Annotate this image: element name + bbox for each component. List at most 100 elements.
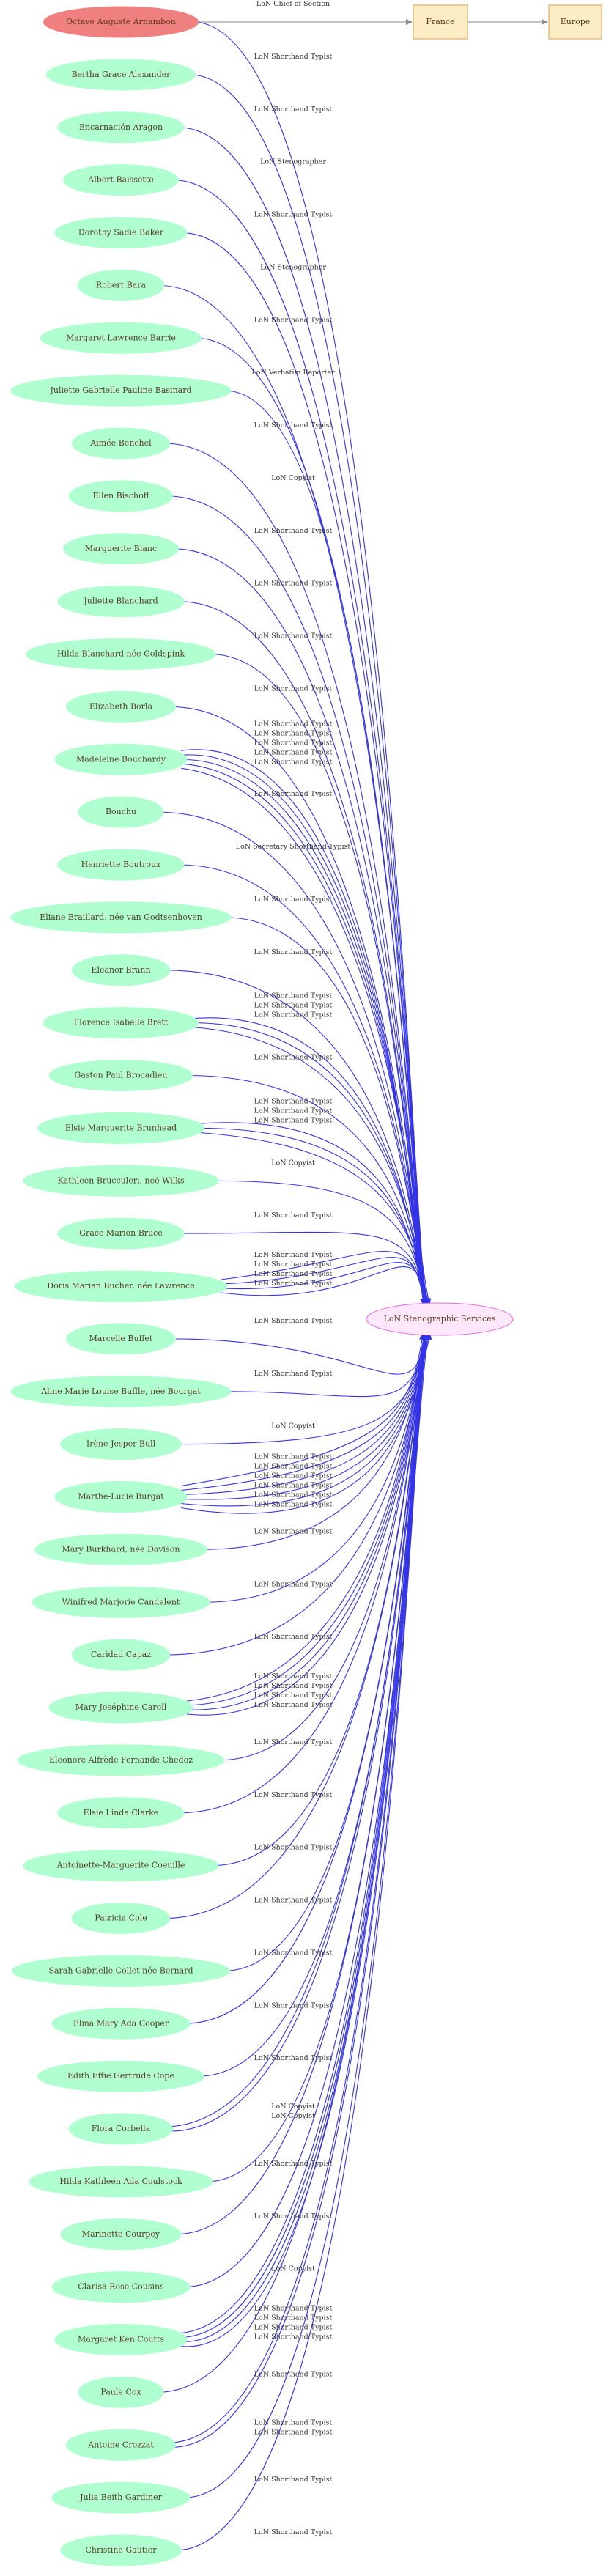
person-node-label: Caridad Capaz [91,1650,151,1659]
edge-label-mary-josephine-caroll-3: LoN Shorthand Typist [254,1701,333,1709]
edge-florence-isabelle-brett-2 [192,1027,430,1305]
person-node-shape [51,2007,191,2040]
person-node-label: Gaston Paul Brocadieu [74,1071,167,1080]
person-node-shape [68,2113,174,2145]
person-node-elsie-marguerite-brunhead: Elsie Marguerite Brunhead [37,1112,204,1144]
edge-label-sarah-gabrielle-collet-nee-bernard-0: LoN Shorthand Typist [254,1949,333,1957]
edge-marthe-lucie-burgat-0 [181,1333,425,1487]
edge-label-marinette-courpey-0: LoN Shorthand Typist [254,2213,333,2221]
person-node-label: Kathleen Brucculeri, neé Wilks [57,1176,184,1185]
edge-label-bouchu-0: LoN Shorthand Typist [254,790,333,798]
edge-margaret-ken-coutts-3 [181,1333,431,2347]
edge-label-marcelle-buffet-0: LoN Shorthand Typist [254,1317,333,1325]
person-node-aimee-benchel: Aimée Benchel [71,427,171,460]
france-label: France [426,17,454,26]
person-node-shape [71,427,171,460]
person-node-label: Irène Jesper Bull [86,1439,156,1449]
edge-label-flora-corbella-0: LoN Copyist [271,2103,315,2111]
edge-label-florence-isabelle-brett-0: LoN Shorthand Typist [254,992,333,1000]
person-node-julia-beith-gardiner: Julia Beith Gardiner [51,2481,191,2514]
edge-label-dorothy-sadie-baker-0: LoN Shorthand Typist [254,211,333,219]
edge-patricia-cole-0 [163,1333,429,1919]
root-person-node: Octave Auguste Arnambon [43,6,199,38]
person-node-winifred-marjorie-candelent: Winifred Marjorie Candelent [32,1586,210,1618]
edge-mary-josephine-caroll-1 [186,1333,428,1706]
person-node-label: Octave Auguste Arnambon [66,17,176,26]
person-node-label: Albert Baissette [87,175,154,185]
edge-label-aimee-benchel-0: LoN Shorthand Typist [254,421,333,429]
edge-marthe-lucie-burgat-2 [181,1333,428,1496]
edge-label-marthe-lucie-burgat-2: LoN Shorthand Typist [254,1472,333,1480]
edge-doris-marian-bucher-nee-lawrence-3 [221,1266,431,1305]
person-node-shape [54,1481,188,1513]
edge-label-margaret-lawrence-barrie-0: LoN Shorthand Typist [254,316,333,324]
person-node-shape [71,954,171,986]
person-node-label: Paule Cox [100,2387,141,2396]
person-node-irene-jesper-bull: Irène Jesper Bull [60,1428,182,1461]
edge-label-bertha-grace-alexander-0: LoN Shorthand Typist [254,53,333,61]
edge-label-elsie-linda-clarke-0: LoN Shorthand Typist [254,1791,333,1799]
person-node-label: Doris Marian Bucher, née Lawrence [47,1281,194,1291]
person-node-label: Juliette Gabrielle Pauline Basinard [49,385,191,395]
edge-label-madeleine-bouchardy-0: LoN Shorthand Typist [254,720,333,728]
person-node-ellen-bischoff: Ellen Bischoff [68,480,174,512]
person-node-clarisa-rose-cousins: Clarisa Rose Cousins [51,2271,191,2303]
person-node-marinette-courpey: Marinette Courpey [60,2218,182,2251]
edge-label-margaret-ken-coutts-1: LoN Shorthand Typist [254,2314,333,2322]
person-node-bertha-grace-alexander: Bertha Grace Alexander [45,59,196,91]
edge-label-marthe-lucie-burgat-4: LoN Shorthand Typist [254,1491,333,1499]
person-node-shape [54,217,188,248]
person-node-edith-effie-gertrude-cope: Edith Effie Gertrude Cope [37,2060,204,2092]
edge-mary-josephine-caroll-0 [186,1333,426,1702]
person-node-label: Florence Isabelle Brett [74,1018,169,1027]
person-node-shape [26,638,216,670]
person-node-label: Eliane Braillard, née van Godtsenhoven [40,912,202,922]
person-node-shape [68,480,174,512]
edge-label-elsie-marguerite-brunhead-0: LoN Shorthand Typist [254,1097,333,1105]
person-node-shape [48,1060,193,1091]
person-node-antoinette-marguerite-coeuille: Antoinette-Marguerite Coeuille [23,1850,219,1882]
person-node-shape [60,1428,182,1461]
person-node-shape [43,6,199,38]
edge-label-henriette-boutroux-0: LoN Secretary Shorthand-Typist [236,843,351,851]
person-node-shape [17,1744,225,1776]
person-node-elizabeth-borla: Elizabeth Borla [66,690,176,723]
person-node-label: Antoinette-Marguerite Coeuille [56,1861,185,1870]
person-node-label: Dorothy Sadie Baker [78,228,164,237]
edge-label-mary-josephine-caroll-1: LoN Shorthand Typist [254,1682,333,1690]
person-node-shape [32,1586,210,1618]
person-node-label: Aline Marie Louise Buffle, née Bourgat [40,1387,201,1396]
edge-juliette-gabrielle-pauline-basinard-0 [224,390,429,1305]
edge-doris-marian-bucher-nee-lawrence-0 [221,1251,426,1305]
person-node-mary-burkhard-nee-davison: Mary Burkhard, née Davison [34,1533,207,1565]
person-node-label: Marinette Courpey [82,2229,160,2239]
edge-label-mary-burkhard-nee-davison-0: LoN Shorthand Typist [254,1527,333,1535]
person-node-shape [60,2218,182,2251]
edge-label-octave-auguste-arnambon-0: LoN Chief of Section [256,0,330,8]
europe-label: Europe [561,17,591,26]
edge-aline-marie-louise-buffle-nee-bourgat-0 [224,1333,429,1398]
edge-label-antoine-crozzat-0: LoN Shorthand Typist [254,2418,333,2426]
person-node-caridad-capaz: Caridad Capaz [71,1639,171,1671]
edge-label-eliane-braillard-nee-van-godtsenhoven-0: LoN Shorthand Typist [254,896,333,904]
edge-label-marthe-lucie-burgat-0: LoN Shorthand Typist [254,1453,333,1461]
person-node-shape [63,533,179,565]
edge-madeleine-bouchardy-3 [181,763,430,1305]
person-node-shape [51,2481,191,2514]
person-node-kathleen-brucculeri-nee-wilks: Kathleen Brucculeri, neé Wilks [23,1165,219,1197]
person-node-label: Margaret Lawrence Barrie [66,333,176,342]
person-node-label: Winifred Marjorie Candelent [62,1597,180,1606]
person-node-paule-cox: Paule Cox [78,2376,164,2408]
person-node-mary-josephine-caroll: Mary Joséphine Caroll [48,1691,193,1724]
europe-node: Europe [548,4,602,40]
person-node-label: Madeleine Bouchardy [76,754,166,764]
person-node-florence-isabelle-brett: Florence Isabelle Brett [43,1007,199,1039]
edge-label-margaret-ken-coutts-2: LoN Shorthand Typist [254,2324,333,2332]
edge-label-madeleine-bouchardy-3: LoN Shorthand Typist [254,748,333,756]
person-node-label: Eleanor Brann [91,965,150,975]
edge-label-doris-marian-bucher-nee-lawrence-0: LoN Shorthand Typist [254,1251,333,1259]
person-node-shape [23,1165,219,1197]
person-node-shape [34,1533,207,1565]
person-node-eleonore-alfrede-fernande-chedoz: Eleonore Alfrède Fernande Chedoz [17,1744,225,1776]
